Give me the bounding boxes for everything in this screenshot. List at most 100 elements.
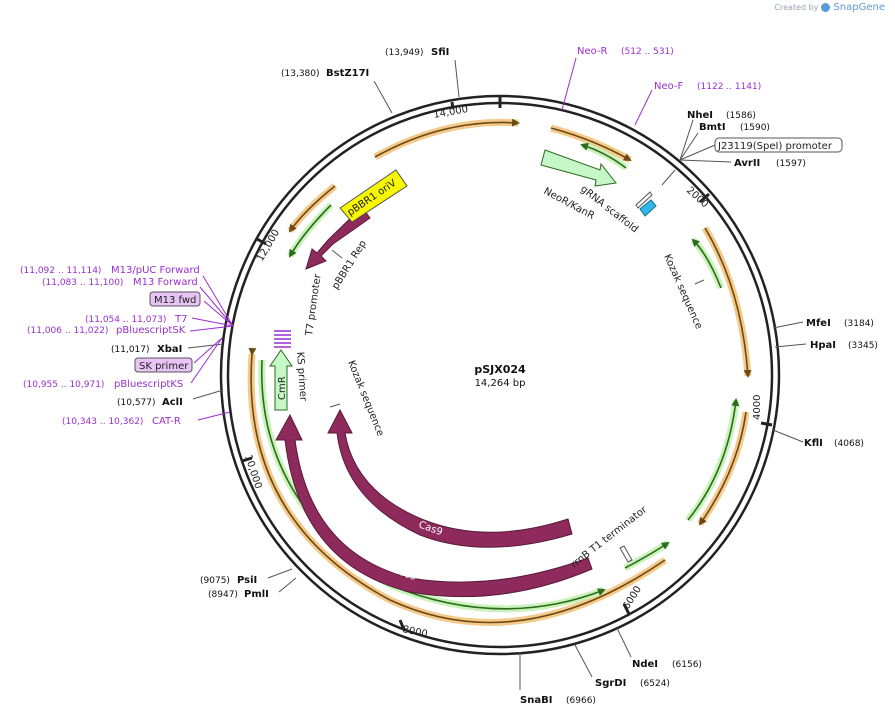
primer-name: M13 fwd <box>154 295 196 306</box>
enzyme-kfli[interactable]: KflI (4068) <box>804 438 864 449</box>
rrnb-terminator-mark[interactable] <box>619 545 633 563</box>
kozak-inner-label: Kozak sequence <box>345 359 385 438</box>
enzyme-ndei[interactable]: NdeI (6156) <box>632 659 702 670</box>
cmr-feature: CmR <box>269 349 293 411</box>
orf-right-top[interactable] <box>550 124 632 164</box>
enzyme-name: BstZ17I <box>326 68 369 79</box>
primer-range: (10,343 .. 10,362) <box>62 417 143 427</box>
enzyme-pos: (3184) <box>844 319 874 329</box>
tick-label-8000: 8000 <box>401 624 428 640</box>
pbbr1-rep-arrow[interactable] <box>305 206 371 270</box>
j23119-label-box[interactable]: J23119(SpeI) promoter <box>714 137 843 153</box>
kozak-features: Kozak sequence Kozak sequence <box>329 253 705 438</box>
enzyme-pos: (9075) <box>200 576 230 586</box>
neor-arrow[interactable] <box>540 149 617 187</box>
primer-pbluescriptks[interactable]: (10,955 .. 10,971) pBluescriptKS <box>23 379 183 390</box>
primer-range: (1122 .. 1141) <box>697 82 761 92</box>
enzyme-hpai[interactable]: HpaI (3345) <box>810 340 878 351</box>
plasmid-size: 14,264 bp <box>475 378 526 389</box>
enzyme-name: SnaBI <box>520 695 552 706</box>
enzyme-pos: (6524) <box>640 679 670 689</box>
enzyme-pos: (3345) <box>848 341 878 351</box>
enzyme-psii[interactable]: (9075) PsiI <box>200 575 257 586</box>
snapgene-logo-icon <box>821 3 831 12</box>
primer-name: Neo-R <box>577 46 608 57</box>
enzyme-sfii[interactable]: (13,949) SfiI <box>385 47 449 58</box>
primer-name: pBluescriptKS <box>114 379 183 390</box>
primer-m13puc-forward[interactable]: (11,092 .. 11,114) M13/pUC Forward <box>20 265 200 276</box>
primer-range: (512 .. 531) <box>621 47 674 57</box>
primer-leader-lines <box>189 57 653 421</box>
plasmid-center: pSJX024 14,264 bp <box>474 363 526 389</box>
enzyme-acli[interactable]: (10,577) AclI <box>117 397 183 408</box>
enzyme-bmti[interactable]: BmtI (1590) <box>699 122 770 133</box>
enzyme-name: HpaI <box>810 340 836 351</box>
kozak-outer-label: Kozak sequence <box>661 253 704 331</box>
enzyme-pos: (8947) <box>208 590 238 600</box>
pbbr1-features: pBBR1 oriV pBBR1 Rep <box>305 169 408 292</box>
cmr-label: CmR <box>277 376 288 400</box>
tick-marks <box>241 96 773 631</box>
primer-m13-fwd-box[interactable]: M13 fwd <box>149 291 201 307</box>
primer-t7[interactable]: (11,054 .. 11,073) T7 <box>85 314 187 325</box>
enzyme-snabi[interactable]: SnaBI (6966) <box>520 695 596 706</box>
orf-arrows-orange <box>247 118 752 626</box>
enzyme-avrii[interactable]: AvrII (1597) <box>734 158 806 169</box>
enzyme-nhei[interactable]: NheI (1586) <box>687 110 756 121</box>
primer-name: Neo-F <box>654 81 684 92</box>
cmr-arrow[interactable] <box>269 349 293 411</box>
enzyme-name: MfeI <box>806 318 831 329</box>
ks-primer-label: KS primer <box>294 351 308 402</box>
primer-name: pBluescriptSK <box>116 325 186 336</box>
primer-name: SK primer <box>139 361 189 372</box>
enzyme-pos: (10,577) <box>117 398 156 408</box>
j23119-promoter-mark[interactable] <box>635 191 653 209</box>
enzyme-name: SfiI <box>431 47 449 58</box>
enzyme-bstz17i[interactable]: (13,380) BstZ17I <box>281 68 369 79</box>
primer-range: (10,955 .. 10,971) <box>23 380 104 390</box>
primer-m13-forward[interactable]: (11,083 .. 11,100) M13 Forward <box>42 277 198 288</box>
primer-sk-box[interactable]: SK primer <box>134 357 193 373</box>
credit-prefix: Created by <box>774 3 819 12</box>
cas9-features: Cas9 Cas9 <box>275 408 593 598</box>
enzyme-name: AvrII <box>734 158 760 169</box>
enzyme-mfei[interactable]: MfeI (3184) <box>806 318 874 329</box>
credit-brand: SnapGene <box>833 2 885 13</box>
enzyme-sgrdi[interactable]: SgrDI (6524) <box>595 678 670 689</box>
primer-name: M13/pUC Forward <box>111 265 200 276</box>
neor-grna-region: NeoR/KanR gRNA scaffold <box>540 149 676 235</box>
snapgene-credit: Created by SnapGene <box>774 2 885 13</box>
enzyme-pos: (13,380) <box>281 69 320 79</box>
t7-promoter-label: T7 promoter <box>304 273 324 338</box>
primer-pbluescriptsk[interactable]: (11,006 .. 11,022) pBluescriptSK <box>27 325 186 336</box>
enzyme-name: SgrDI <box>595 678 626 689</box>
cas9-inner-arrow[interactable] <box>327 408 573 548</box>
enzyme-name: PmlI <box>244 589 269 600</box>
pbbr1-rep-label: pBBR1 Rep <box>330 239 369 292</box>
enzyme-name: PsiI <box>237 575 257 586</box>
enzyme-pos: (1586) <box>726 111 756 121</box>
orf-top[interactable] <box>373 118 519 161</box>
cas9-outer-arrow[interactable] <box>275 413 593 598</box>
primer-neo-f[interactable]: Neo-F (1122 .. 1141) <box>654 81 761 92</box>
primer-cat-r[interactable]: (10,343 .. 10,362) CAT-R <box>62 416 181 427</box>
enzyme-name: NheI <box>687 110 713 121</box>
primer-name: CAT-R <box>152 416 181 427</box>
primer-range: (11,006 .. 11,022) <box>27 326 108 336</box>
enzyme-name: XbaI <box>157 344 182 355</box>
primer-range: (11,092 .. 11,114) <box>20 266 101 276</box>
pbbr1-oriv-box[interactable] <box>339 169 408 223</box>
enzyme-pos: (6156) <box>672 660 702 670</box>
enzyme-pmli[interactable]: (8947) PmlI <box>208 589 269 600</box>
tick-label-14000: 14,000 <box>433 104 469 121</box>
grna-scaffold-arrow[interactable] <box>639 199 657 217</box>
enzyme-xbai[interactable]: (11,017) XbaI <box>111 344 182 355</box>
plasmid-name: pSJX024 <box>474 363 526 376</box>
primer-name: T7 <box>174 314 187 325</box>
enzyme-pos: (1590) <box>740 123 770 133</box>
enzyme-pos: (4068) <box>834 439 864 449</box>
enzyme-name: AclI <box>162 397 183 408</box>
enzyme-name: KflI <box>804 438 823 449</box>
primer-neo-r[interactable]: Neo-R (512 .. 531) <box>577 46 674 57</box>
